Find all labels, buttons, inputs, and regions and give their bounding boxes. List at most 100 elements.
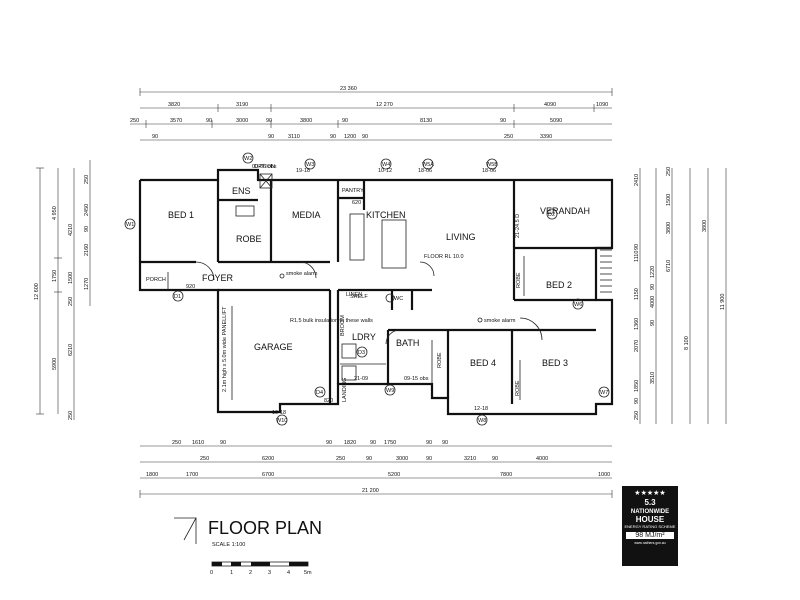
room-robe-b2: ROBE [516, 272, 522, 288]
scale-label-0: 0 [210, 570, 213, 576]
dim-right-r3-7: 90 [634, 398, 640, 404]
dim-bot-r1-1: 1610 [192, 440, 204, 446]
top-dimensions: 23 360 3820 3190 12 270 4090 1090 250 35… [130, 86, 613, 141]
plan-title: FLOOR PLAN [208, 518, 322, 538]
room-pantry: PANTRY [342, 188, 364, 194]
room-media: MEDIA [292, 210, 321, 220]
dim-top-r1-1: 3190 [236, 102, 248, 108]
dim-bot-r2-8: 4000 [536, 456, 548, 462]
room-robe-b3: ROBE [515, 380, 521, 396]
dim-left-r2-1: 1500 [68, 272, 74, 284]
dim-top-r1-2: 12 270 [376, 102, 393, 108]
tag-d3: D3 [358, 350, 365, 356]
dim-right-r1-2: 3800 [666, 222, 672, 234]
dim-top-r2-7: 8130 [420, 118, 432, 124]
dim-bot-r3-4: 7800 [500, 472, 512, 478]
dim-left-r3-4: 1270 [84, 278, 90, 290]
dim-right-r2-2: 4000 [650, 296, 656, 308]
tag-w5b: W5B [486, 162, 498, 168]
title-block: FLOOR PLAN SCALE 1:100 0 1 2 3 4 5m [174, 517, 322, 576]
dim-top-r3-2: 3110 [288, 134, 300, 140]
tag-w4: W4 [382, 162, 390, 168]
dim-right-r3-2: 1110 [634, 251, 640, 262]
dim-right-r3-5: 2070 [634, 340, 640, 352]
size-w5b: 18-06 [482, 168, 496, 174]
dim-bot-r1-5: 90 [370, 440, 376, 446]
size-w3: 19-18 [296, 168, 310, 174]
size-ldry: 21-09 [354, 376, 368, 382]
dim-right-r1-5: 3800 [702, 220, 708, 232]
tag-w6: W6 [574, 302, 582, 308]
room-robe: ROBE [236, 234, 262, 244]
dim-left-r2-2: 250 [68, 297, 74, 306]
dim-top-r1-3: 4090 [544, 102, 556, 108]
energy-rating-badge: ★★★★★ 5.3 NATIONWIDE HOUSE ENERGY RATING… [622, 486, 678, 566]
dim-right-r2-1: 90 [650, 284, 656, 290]
dim-bot-r1-3: 90 [326, 440, 332, 446]
dim-bot-r2-1: 6200 [262, 456, 274, 462]
dim-top-r1-4: 1090 [596, 102, 608, 108]
room-living: LIVING [446, 232, 476, 242]
dim-left-r2-3: 6210 [68, 344, 74, 356]
scale-label-5: 5m [304, 570, 312, 576]
room-verandah: VERANDAH [540, 206, 590, 216]
scale-label-2: 2 [249, 570, 252, 576]
scale-label-3: 3 [268, 570, 271, 576]
right-dimensions: 2410 90 1110 1150 1360 2070 1850 90 250 … [634, 167, 727, 424]
note-floor-rl: FLOOR RL 10.0 [424, 254, 464, 260]
note-ens: OPTION [254, 164, 275, 170]
room-wc: WC [394, 296, 403, 302]
dim-top-r3-1: 90 [268, 134, 274, 140]
tag-w1: W1 [126, 222, 134, 228]
scale-label-1: 1 [230, 570, 233, 576]
dim-left-r3-2: 90 [84, 226, 90, 232]
room-bed3: BED 3 [542, 358, 568, 368]
badge-line2: HOUSE [635, 515, 665, 524]
size-d1: 920 [186, 284, 195, 290]
dim-left-r2-4: 250 [68, 411, 74, 420]
dim-bot-overall: 21 200 [362, 488, 379, 494]
tag-d2: D2 [548, 212, 555, 218]
dim-top-r3-4: 1200 [344, 134, 356, 140]
room-bed4: BED 4 [470, 358, 496, 368]
dim-left-overall: 12 600 [34, 283, 40, 300]
bottom-dimensions: 250 1610 90 90 1820 90 1750 90 90 250 62… [139, 440, 613, 498]
size-pantry: 620 [352, 200, 361, 206]
room-labels: BED 1 ENS ROBE MEDIA PANTRY KITCHEN LIVI… [146, 186, 590, 402]
dim-top-r2-8: 90 [500, 118, 506, 124]
notes: smoke alarm smoke alarm R1.5 bulk insula… [222, 164, 516, 392]
dim-top-r2-2: 90 [206, 118, 212, 124]
size-d2: 21-24.5 D [515, 214, 521, 238]
dim-left-r2-0: 4210 [68, 224, 74, 236]
tag-w10: W10 [276, 418, 287, 424]
dim-top-r2-6: 90 [342, 118, 348, 124]
room-robe-b4: ROBE [437, 352, 443, 368]
size-w10: 10-18 [272, 410, 286, 416]
dim-bot-r3-0: 1800 [146, 472, 158, 478]
size-w2: 00-06 obs [252, 164, 277, 170]
tag-d1: D1 [174, 294, 181, 300]
walls [138, 168, 614, 416]
dim-bot-r1-0: 250 [172, 440, 181, 446]
dim-bot-r1-7: 90 [426, 440, 432, 446]
room-porch: PORCH [146, 277, 166, 283]
dim-bot-r3-2: 6700 [262, 472, 274, 478]
dim-top-r3-5: 90 [362, 134, 368, 140]
badge-site: www.nathers.gov.au [634, 541, 666, 545]
room-bed1: BED 1 [168, 210, 194, 220]
scale-label-4: 4 [287, 570, 290, 576]
size-w5a: 18-06 [418, 168, 432, 174]
dim-bot-r2-0: 250 [200, 456, 209, 462]
dim-top-r3-6: 250 [504, 134, 513, 140]
tag-w3: W3 [306, 162, 314, 168]
dim-bot-r3-5: 1000 [598, 472, 610, 478]
dim-bot-r3-3: 5200 [388, 472, 400, 478]
dim-right-r2-4: 3510 [650, 372, 656, 384]
note-smoke-1: smoke alarm [286, 271, 318, 277]
room-broom: BROOM [340, 315, 346, 336]
dim-left-r1-0: 4 950 [52, 206, 58, 220]
dim-top-r3-7: 3390 [540, 134, 552, 140]
room-bed2: BED 2 [546, 280, 572, 290]
dim-left-r3-3: 2160 [84, 244, 90, 256]
plan-scale: SCALE 1:100 [212, 542, 245, 548]
